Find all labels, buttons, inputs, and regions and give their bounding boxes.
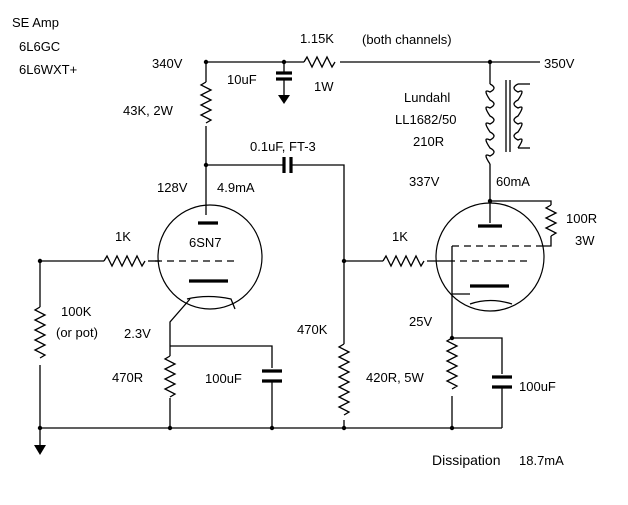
grid-resistor [337, 343, 351, 428]
output-grid-stopper [344, 254, 448, 268]
dropping-resistor-label: 1.15K [300, 31, 334, 46]
output-plate-voltage-label: 337V [409, 174, 440, 189]
output-cathode-bypass-label: 100uF [519, 379, 556, 394]
driver-grid-stopper-label: 1K [115, 229, 131, 244]
output-cathode-resistor [445, 337, 459, 390]
driver-cathode-network [163, 345, 282, 428]
driver-cathode-voltage-label: 2.3V [124, 326, 151, 341]
driver-tube-6sn7 [155, 204, 263, 346]
input-resistor [33, 261, 47, 455]
output-heater [469, 299, 513, 305]
driver-cathode-resistor-label: 470R [112, 370, 143, 385]
secondary-winding [513, 83, 523, 149]
dropping-note-label: (both channels) [362, 32, 452, 47]
output-tube-envelope [435, 202, 545, 312]
filter-cap-label: 10uF [227, 72, 257, 87]
driver-plate-resistor [199, 62, 213, 215]
plate-resistor-label: 43K, 2W [123, 103, 174, 118]
ground-bus [37, 425, 502, 431]
output-cathode-resistor-label: 420R, 5W [366, 370, 425, 385]
screen-resistor-power-label: 3W [575, 233, 595, 248]
screen-resistor [490, 200, 558, 247]
output-transformer [485, 62, 530, 223]
transformer-brand-label: Lundahl [404, 90, 450, 105]
dissipation-label: Dissipation [432, 452, 500, 468]
dropping-resistor [303, 55, 336, 69]
title-line2: 6L6GC [19, 39, 60, 54]
input-resistor-label: 100K [61, 304, 92, 319]
dissipation-value: 18.7mA [519, 453, 564, 468]
driver-tube-envelope [157, 204, 263, 310]
coupling-cap-label: 0.1uF, FT-3 [250, 139, 316, 154]
output-cathode-network [445, 294, 512, 428]
driver-heater [186, 295, 236, 310]
title-line1: SE Amp [12, 15, 59, 30]
b-plus-left-label: 340V [152, 56, 183, 71]
input-resistor-note: (or pot) [56, 325, 98, 340]
output-cathode-voltage-label: 25V [409, 314, 432, 329]
driver-plate-current-label: 4.9mA [217, 180, 255, 195]
output-grid-stopper-label: 1K [392, 229, 408, 244]
ground-icon [34, 445, 46, 455]
transformer-dcr-label: 210R [413, 134, 444, 149]
output-suppressor [451, 246, 470, 295]
dropping-power-label: 1W [314, 79, 334, 94]
primary-winding [485, 83, 495, 165]
transformer-model-label: LL1682/50 [395, 112, 456, 127]
driver-plate-voltage-label: 128V [157, 180, 188, 195]
title-line3: 6L6WXT+ [19, 62, 77, 77]
driver-grid-stopper [37, 254, 160, 268]
driver-cathode-resistor [163, 355, 177, 398]
grid-resistor-label: 470K [297, 322, 328, 337]
supply-rail [203, 55, 540, 69]
b-plus-right-label: 350V [544, 56, 575, 71]
output-plate-current-label: 60mA [496, 174, 530, 189]
filter-capacitor [276, 62, 292, 104]
ground-icon [278, 95, 290, 104]
driver-cathode-bypass-label: 100uF [205, 371, 242, 386]
driver-tube-label: 6SN7 [189, 235, 222, 250]
screen-resistor-label: 100R [566, 211, 597, 226]
